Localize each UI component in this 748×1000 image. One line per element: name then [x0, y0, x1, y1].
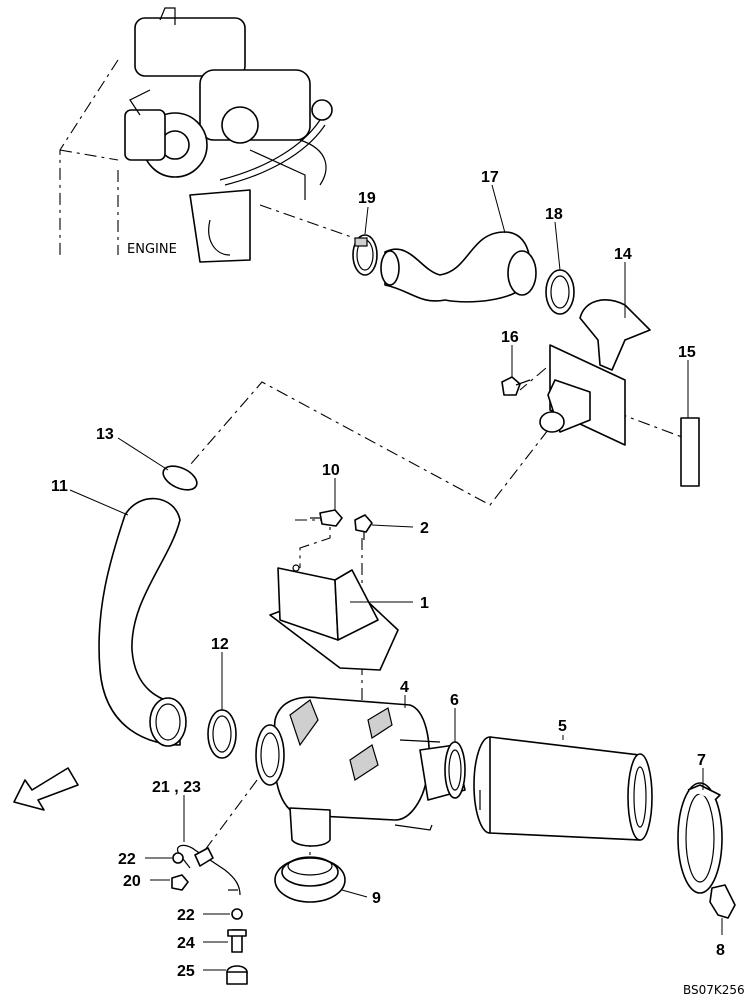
callout-11: 11 — [51, 478, 68, 495]
fitting-24 — [227, 929, 247, 953]
bolt-16 — [501, 376, 531, 396]
callout-4: 4 — [400, 679, 409, 696]
block-15 — [680, 417, 700, 487]
hose-21-23 — [176, 844, 241, 896]
callout-1: 1 — [420, 595, 429, 612]
fitting — [194, 847, 214, 867]
callout-22-b: 22 — [177, 907, 195, 924]
drawing-code: BS07K256 — [683, 983, 745, 997]
callout-25: 25 — [177, 963, 195, 980]
clamp-12 — [207, 709, 237, 759]
callout-7: 7 — [697, 752, 706, 769]
callout-16: 16 — [501, 329, 519, 346]
filter-element-5 — [473, 736, 653, 841]
callout-5: 5 — [558, 718, 567, 735]
callout-19: 19 — [358, 190, 376, 207]
fitting-22-b — [231, 908, 243, 920]
callout-18: 18 — [545, 206, 563, 223]
callout-13: 13 — [96, 426, 114, 443]
callout-20: 20 — [123, 873, 141, 890]
callout-15: 15 — [678, 344, 696, 361]
callout-10: 10 — [322, 462, 340, 479]
bolt-2 — [354, 514, 373, 540]
callout-14: 14 — [614, 246, 632, 263]
hose-17 — [380, 231, 537, 303]
callout-24: 24 — [177, 935, 195, 952]
engine-illustration — [59, 7, 333, 263]
callout-2: 2 — [420, 520, 429, 537]
callout-12: 12 — [211, 636, 229, 653]
cover-7 — [677, 782, 723, 894]
callout-17: 17 — [481, 169, 499, 186]
bolt-10 — [310, 509, 343, 527]
engine-label: ENGINE — [127, 242, 177, 257]
air-cleaner-housing-4 — [255, 696, 441, 847]
cap-25 — [226, 965, 248, 985]
routing-line — [295, 519, 331, 568]
bracket-14 — [539, 299, 651, 446]
callout-21-23: 21 , 23 — [152, 779, 201, 796]
routing-line — [259, 204, 361, 241]
callout-6: 6 — [450, 692, 459, 709]
callout-22-a: 22 — [118, 851, 136, 868]
fitting-22-a — [172, 852, 184, 864]
fitting-20 — [171, 874, 189, 891]
valve-8 — [709, 884, 736, 919]
outlet-6 — [419, 741, 466, 801]
bracket-1 — [269, 564, 399, 671]
clamp-18 — [545, 269, 575, 315]
routing-line — [189, 381, 549, 506]
front-direction-arrow-icon — [13, 767, 79, 811]
clamp-13 — [162, 465, 198, 491]
clamp-19 — [352, 234, 378, 276]
callout-8: 8 — [716, 942, 725, 959]
band-9 — [274, 856, 346, 903]
routing-line — [614, 411, 691, 441]
hose-11 — [98, 497, 187, 747]
callout-9: 9 — [372, 890, 381, 907]
leader-lines — [69, 184, 723, 971]
